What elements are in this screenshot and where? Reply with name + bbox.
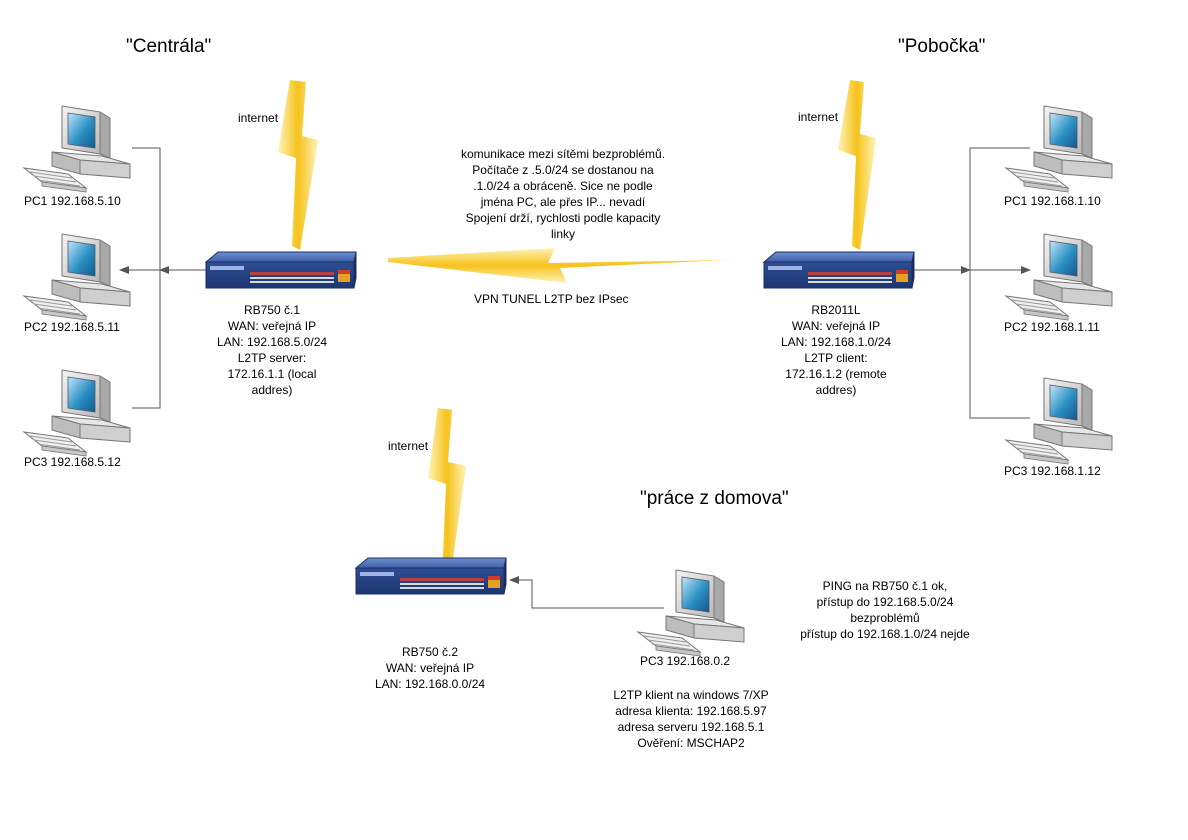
home-router-info: RB750 č.2 WAN: veřejná IP LAN: 192.168.0… xyxy=(360,644,500,692)
desktop-computer-icon xyxy=(23,233,131,321)
client-info-line: adresa klienta: 192.168.5.97 xyxy=(615,704,767,718)
router-icon xyxy=(763,251,915,289)
branch-pc2-label: PC2 192.168.1.11 xyxy=(1004,320,1100,334)
home-pc-label: PC3 192.168.0.2 xyxy=(640,654,731,668)
router-info-line: addres) xyxy=(815,383,857,397)
desktop-computer-icon xyxy=(1005,233,1113,321)
central-pc1-label: PC1 192.168.5.10 xyxy=(24,194,121,208)
router-info-line: LAN: 192.168.0.0/24 xyxy=(374,677,486,691)
tunnel-note-line: Spojení drží, rychlosti podle kapacity xyxy=(465,211,661,225)
central-router-info: RB750 č.1 WAN: veřejná IP LAN: 192.168.5… xyxy=(202,302,342,398)
router-info-line: RB750 č.1 xyxy=(243,303,301,317)
router-info-line: LAN: 192.168.1.0/24 xyxy=(780,335,892,349)
status-info-line: PING na RB750 č.1 ok, xyxy=(822,579,948,593)
home-status-info: PING na RB750 č.1 ok, přístup do 192.168… xyxy=(782,578,988,642)
central-pc3-label: PC3 192.168.5.12 xyxy=(24,455,121,469)
tunnel-note: komunikace mezi sítěmi bezproblémů. Počí… xyxy=(430,146,696,242)
branch-router-info: RB2011L WAN: veřejná IP LAN: 192.168.1.0… xyxy=(766,302,906,398)
router-info-line: 172.16.1.1 (local xyxy=(227,367,317,381)
client-info-line: Ověření: MSCHAP2 xyxy=(637,736,745,750)
internet-label-home: internet xyxy=(388,439,429,453)
router-icon xyxy=(355,557,507,595)
lightning-bolt-icon xyxy=(278,80,318,250)
router-info-line: addres) xyxy=(251,383,293,397)
lightning-bolt-icon xyxy=(388,248,728,283)
router-info-line: WAN: veřejná IP xyxy=(385,661,475,675)
branch-pc3-label: PC3 192.168.1.12 xyxy=(1004,464,1101,478)
status-info-line: přístup do 192.168.1.0/24 nejde xyxy=(800,627,970,641)
router-info-line: RB2011L xyxy=(811,303,861,317)
router-icon xyxy=(205,251,357,289)
tunnel-note-line: Počítače z .5.0/24 se dostanou na xyxy=(472,163,654,177)
home-title: "práce z domova" xyxy=(640,488,789,509)
lightning-bolt-icon xyxy=(428,408,466,580)
desktop-computer-icon xyxy=(23,369,131,457)
status-info-line: bezproblémů xyxy=(850,611,920,625)
branch-pc1-label: PC1 192.168.1.10 xyxy=(1004,194,1101,208)
desktop-computer-icon xyxy=(23,105,131,193)
status-info-line: přístup do 192.168.5.0/24 xyxy=(816,595,954,609)
branch-lan-links xyxy=(912,147,1031,419)
branch-title: "Pobočka" xyxy=(898,36,986,57)
client-info-line: L2TP klient na windows 7/XP xyxy=(613,688,769,702)
router-info-line: WAN: veřejná IP xyxy=(227,319,317,333)
central-pc2-label: PC2 192.168.5.11 xyxy=(24,320,120,334)
central-title: "Centrála" xyxy=(126,36,212,57)
desktop-computer-icon xyxy=(1005,105,1113,193)
lightning-bolt-icon xyxy=(838,80,876,250)
desktop-computer-icon xyxy=(637,569,745,657)
tunnel-note-line: linky xyxy=(550,227,575,241)
home-link xyxy=(509,576,664,609)
tunnel-label: VPN TUNEL L2TP bez IPsec xyxy=(474,292,629,306)
internet-label-central: internet xyxy=(238,111,279,125)
internet-label-branch: internet xyxy=(798,110,839,124)
router-info-line: L2TP client: xyxy=(804,351,868,365)
desktop-computer-icon xyxy=(1005,377,1113,465)
router-info-line: WAN: veřejná IP xyxy=(791,319,881,333)
router-info-line: LAN: 192.168.5.0/24 xyxy=(216,335,328,349)
home-client-info: L2TP klient na windows 7/XP adresa klien… xyxy=(594,687,788,751)
tunnel-note-line: .1.0/24 a obráceně. Sice ne podle xyxy=(473,179,653,193)
tunnel-note-line: komunikace mezi sítěmi bezproblémů. xyxy=(460,147,666,161)
client-info-line: adresa serveru 192.168.5.1 xyxy=(617,720,765,734)
tunnel-note-line: jména PC, ale přes IP... nevadí xyxy=(480,195,646,209)
router-info-line: 172.16.1.2 (remote xyxy=(785,367,887,381)
central-lan-links xyxy=(119,147,206,409)
router-info-line: L2TP server: xyxy=(237,351,307,365)
router-info-line: RB750 č.2 xyxy=(401,645,459,659)
